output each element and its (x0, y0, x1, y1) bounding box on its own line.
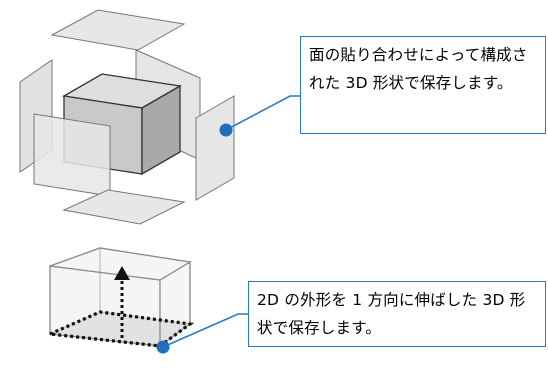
surface-model-figure (19, 9, 235, 225)
front-panel (33, 113, 111, 197)
leaders (156, 95, 300, 354)
bottom-panel (62, 189, 186, 225)
anchor-dot-1 (219, 123, 233, 137)
leader-line-1 (225, 95, 300, 131)
cube-side-face (141, 84, 181, 176)
anchor-dot-2 (156, 340, 170, 354)
top-panel (50, 9, 186, 51)
callout-extrusion-model: 2D の外形を 1 方向に伸ばした 3D 形状で保存します。 (248, 281, 546, 347)
leader-line-2 (162, 313, 248, 348)
extrusion-model-figure (43, 247, 195, 348)
right-panel (195, 95, 235, 201)
extrusion-arrowhead (114, 266, 130, 280)
callout-surface-model: 面の貼り合わせによって構成された 3D 形状で保存します。 (300, 36, 546, 134)
base-profile-outline (43, 310, 195, 348)
